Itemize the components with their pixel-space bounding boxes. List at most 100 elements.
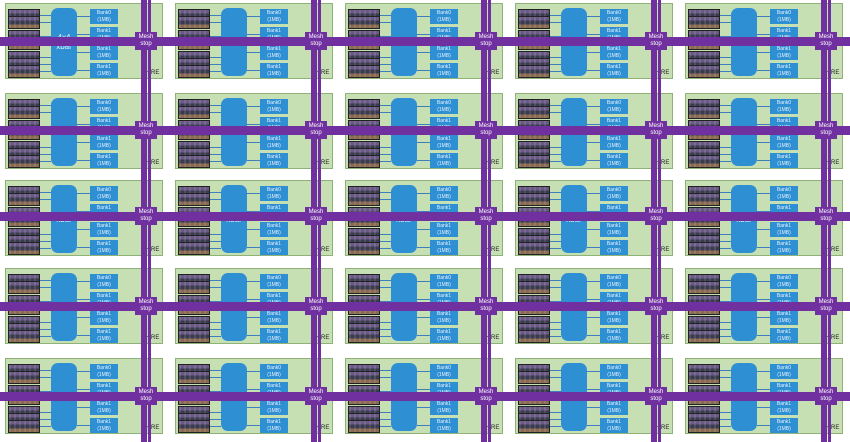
bank-link-wire <box>77 335 90 336</box>
bank-name: Bank1 <box>96 223 112 229</box>
bank-link-wire <box>587 281 600 282</box>
bank-name: Bank1 <box>96 46 112 52</box>
cpu-core-block <box>178 281 210 294</box>
core-link-wire <box>40 426 51 427</box>
bank-size: (1MB) <box>777 70 791 77</box>
bank-name: Bank1 <box>266 419 282 425</box>
core-link-wire <box>720 64 731 65</box>
core-link-wire <box>210 419 221 420</box>
cache-bank: Bank1(1MB) <box>430 310 458 325</box>
cpu-core-block <box>178 155 210 168</box>
bank-link-wire <box>247 124 260 125</box>
bank-name: Bank0 <box>96 187 112 193</box>
bank-link-wire <box>757 142 770 143</box>
bank-size: (1MB) <box>607 229 621 236</box>
cache-bank: Bank0(1MB) <box>90 364 118 379</box>
bank-size: (1MB) <box>437 16 451 23</box>
bank-name: Bank1 <box>266 329 282 335</box>
mesh-stop-label-line2: stop <box>820 306 832 312</box>
bank-name: Bank0 <box>436 365 452 371</box>
core-link-wire <box>40 280 51 281</box>
core-link-wire <box>720 412 731 413</box>
cache-bank: Bank1(1MB) <box>600 418 628 433</box>
bank-name: Bank0 <box>606 275 622 281</box>
cpu-core-block <box>348 330 380 343</box>
core-link-wire <box>210 192 221 193</box>
mesh-stop-label-line1: Mesh <box>648 34 664 40</box>
bank-size: (1MB) <box>267 160 281 167</box>
core-link-wire <box>40 336 51 337</box>
cache-bank: Bank0(1MB) <box>90 186 118 201</box>
mesh-stop-label-line1: Mesh <box>308 123 324 129</box>
cpu-core-block <box>178 420 210 433</box>
bank-name: Bank1 <box>436 46 452 52</box>
mesh-stop-label-line2: stop <box>650 396 662 402</box>
cpu-core-block <box>8 65 40 78</box>
bank-link-wire <box>757 389 770 390</box>
bank-link-wire <box>77 317 90 318</box>
core-link-wire <box>40 248 51 249</box>
bank-name: Bank1 <box>606 293 622 299</box>
core-link-wire <box>210 280 221 281</box>
bank-link-wire <box>587 389 600 390</box>
cache-bank: Bank0(1MB) <box>430 186 458 201</box>
cpu-core-block <box>688 330 720 343</box>
mesh-stop-label-line1: Mesh <box>138 299 154 305</box>
bank-name: Bank0 <box>606 10 622 16</box>
bank-name: Bank1 <box>606 383 622 389</box>
core-link-wire <box>210 241 221 242</box>
core-link-wire <box>380 105 391 106</box>
bank-size: (1MB) <box>607 371 621 378</box>
bank-size: (1MB) <box>267 229 281 236</box>
bank-name: Bank1 <box>606 329 622 335</box>
bank-link-wire <box>247 247 260 248</box>
core-link-wire <box>720 199 731 200</box>
cpu-core-block <box>518 193 550 206</box>
cpu-core-block <box>8 371 40 384</box>
core-link-wire <box>210 15 221 16</box>
bank-link-wire <box>587 142 600 143</box>
bank-name: Bank1 <box>436 136 452 142</box>
bank-name: Bank1 <box>606 241 622 247</box>
bank-link-wire <box>247 335 260 336</box>
bank-link-wire <box>247 70 260 71</box>
bank-link-wire <box>417 34 430 35</box>
bank-link-wire <box>417 371 430 372</box>
core-link-wire <box>550 161 561 162</box>
cache-bank: Bank1(1MB) <box>600 45 628 60</box>
cpu-core-block <box>178 371 210 384</box>
bank-link-wire <box>587 193 600 194</box>
mesh-stop-label-line2: stop <box>140 216 152 222</box>
bank-name: Bank1 <box>606 205 622 211</box>
core-link-wire <box>720 36 731 37</box>
bank-link-wire <box>417 407 430 408</box>
bank-link-wire <box>587 211 600 212</box>
core-link-wire <box>210 57 221 58</box>
bank-name: Bank1 <box>776 64 792 70</box>
core-link-wire <box>550 71 561 72</box>
cache-bank: Bank1(1MB) <box>430 45 458 60</box>
core-link-wire <box>40 71 51 72</box>
bank-link-wire <box>587 335 600 336</box>
core-link-wire <box>720 234 731 235</box>
bank-link-wire <box>77 124 90 125</box>
bank-link-wire <box>77 247 90 248</box>
core-link-wire <box>550 426 561 427</box>
bank-size: (1MB) <box>437 371 451 378</box>
bank-size: (1MB) <box>607 317 621 324</box>
bank-name: Bank1 <box>96 401 112 407</box>
mesh-stop-label-line1: Mesh <box>478 299 494 305</box>
mesh-stop-label-line2: stop <box>480 306 492 312</box>
core-link-wire <box>380 322 391 323</box>
cache-bank: Bank1(1MB) <box>600 310 628 325</box>
bank-name: Bank1 <box>436 293 452 299</box>
mesh-stop-label-line1: Mesh <box>478 389 494 395</box>
bank-link-wire <box>587 52 600 53</box>
cpu-core-block <box>518 242 550 255</box>
